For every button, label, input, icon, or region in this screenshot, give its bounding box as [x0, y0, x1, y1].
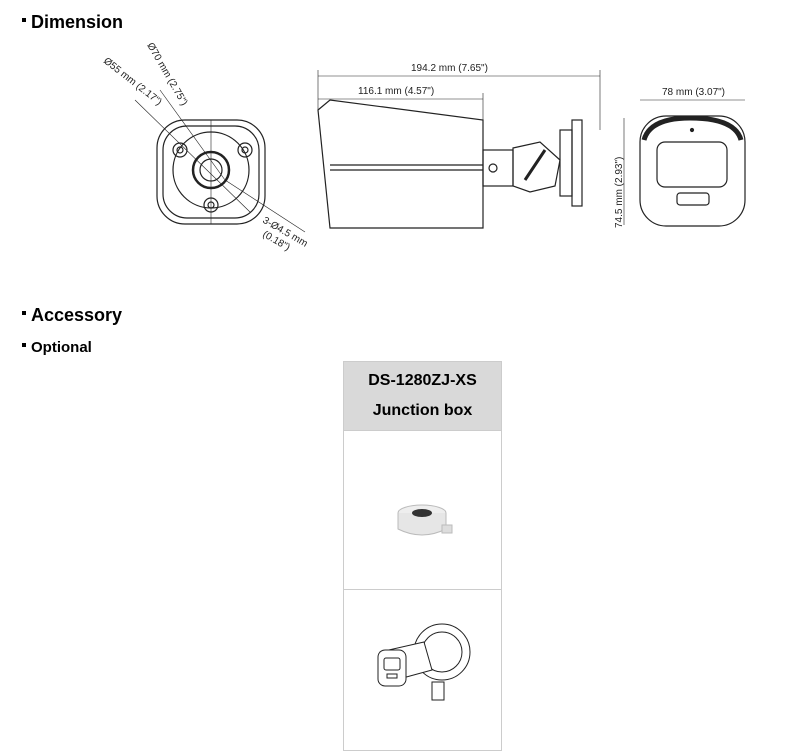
side-view-drawing — [317, 70, 601, 229]
accessory-table: DS-1280ZJ-XS Junction box — [343, 361, 502, 751]
section-heading-dimension: Dimension — [22, 12, 123, 33]
junction-box-image-cell — [344, 430, 501, 589]
height-dim: 74.5 mm (2.93") — [614, 157, 625, 228]
accessory-model: DS-1280ZJ-XS — [368, 372, 477, 389]
front-view-drawing — [134, 89, 306, 233]
accessory-name: Junction box — [372, 402, 473, 419]
section-heading-accessory: Accessory — [22, 305, 122, 326]
mounted-camera-image-cell — [344, 589, 501, 750]
dimension-drawings: Ø55 mm (2.17") Ø70 mm (2.75") 3-Ø4.5 mm … — [101, 41, 746, 253]
section-heading-optional: Optional — [22, 339, 92, 356]
rear-view-drawing — [623, 99, 746, 227]
junction-box-image — [397, 504, 453, 536]
total-length-dim: 194.2 mm (7.65") — [411, 63, 488, 74]
width-dim: 78 mm (3.07") — [662, 87, 725, 98]
table-header: DS-1280ZJ-XS Junction box — [344, 362, 501, 430]
mounted-camera-image — [377, 623, 471, 701]
body-length-dim: 116.1 mm (4.57") — [358, 86, 434, 97]
